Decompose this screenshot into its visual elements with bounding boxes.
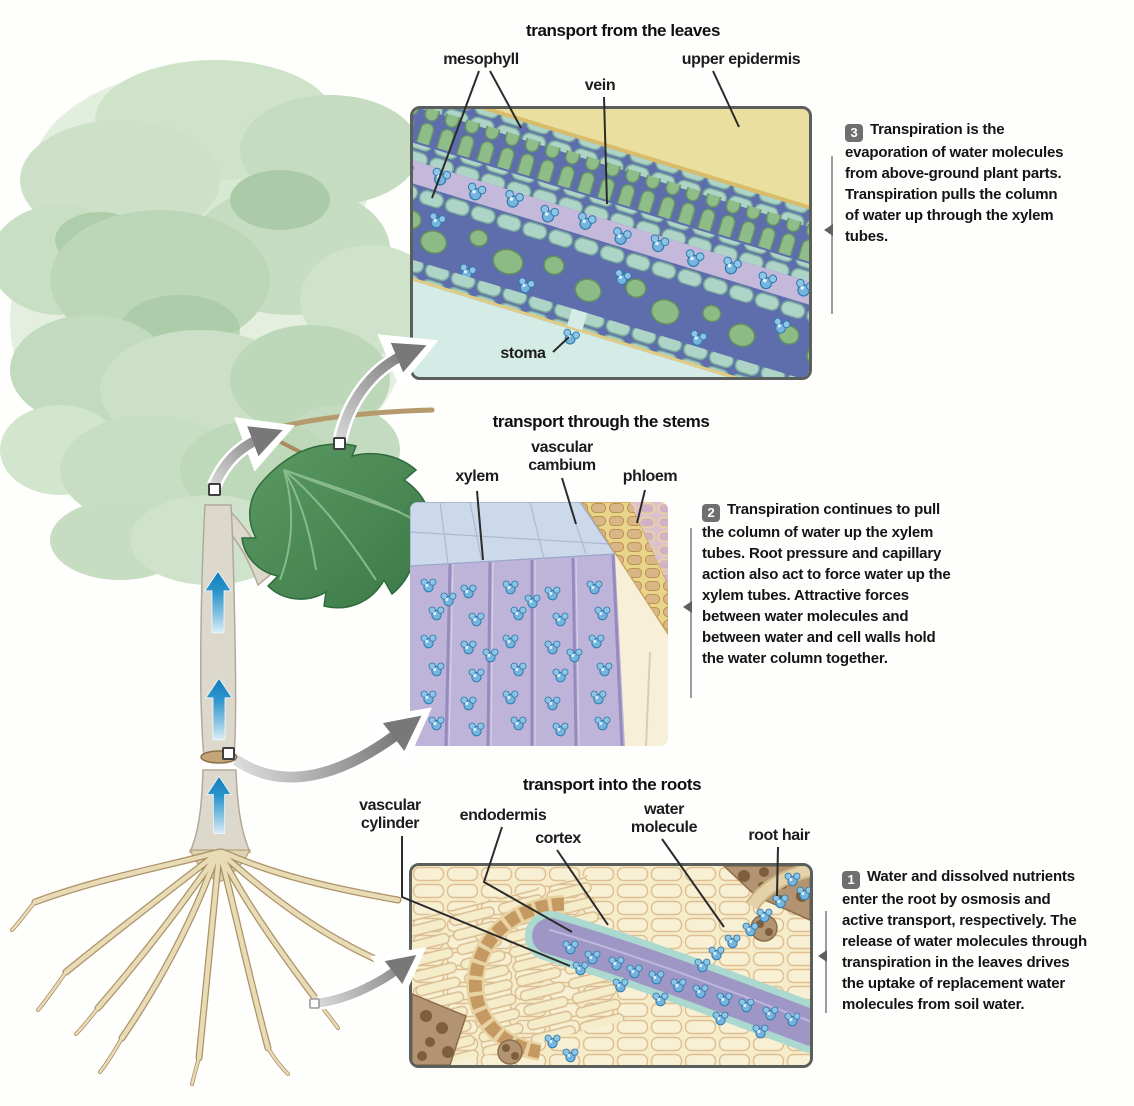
palisade-mesophyll-region (413, 109, 809, 291)
spongy-mesophyll-region (413, 209, 809, 368)
label-vascular-cylinder: vascular cylinder (359, 797, 421, 832)
root-cross-section-art (412, 866, 810, 1065)
label-vascular-cambium: vascular cambium (528, 439, 596, 474)
label-water-molecule: water molecule (630, 801, 698, 836)
label-root-hair: root hair (748, 827, 810, 844)
title-transport-through-stems: transport through the stems (492, 412, 710, 431)
label-upper-epidermis: upper epidermis (681, 51, 801, 68)
tree-foliage (0, 60, 440, 585)
panel-leaf-cross-section (410, 106, 812, 380)
trunk-cut-surface (200, 750, 238, 764)
label-stoma: stoma (500, 345, 546, 362)
leaf-cross-section-art (413, 109, 809, 377)
label-vein: vein (584, 77, 616, 94)
label-cortex: cortex (535, 830, 581, 847)
label-phloem: phloem (622, 468, 678, 485)
step-3-badge: 3 (845, 124, 863, 142)
step-1-bracket (825, 911, 827, 1013)
step-1-badge: 1 (842, 871, 860, 889)
root-hair-region (745, 866, 810, 911)
panel-root-cross-section (409, 863, 813, 1068)
label-xylem: xylem (455, 468, 499, 485)
label-endodermis: endodermis (459, 807, 547, 824)
tree-roots (10, 848, 406, 1086)
label-mesophyll: mesophyll (443, 51, 519, 68)
title-transport-from-leaves: transport from the leaves (525, 21, 721, 40)
title-transport-into-roots: transport into the roots (522, 775, 702, 794)
step-1-pointer-icon (818, 950, 827, 962)
step-3-pointer-icon (824, 224, 833, 236)
step-1-text: Water and dissolved nutrients enter the … (842, 868, 1087, 1013)
stoma-opening (566, 308, 588, 331)
step-2-text: Transpiration continues to pull the colu… (702, 501, 951, 667)
panel-stem-cross-section (410, 502, 668, 746)
upper-epidermis-region (413, 109, 809, 243)
tree-illustration (0, 60, 440, 1086)
step-2-bracket (690, 528, 692, 698)
step-2-pointer-icon (683, 601, 692, 613)
step-2-badge: 2 (702, 504, 720, 522)
tree-canopy (0, 60, 440, 585)
stem-cross-section-art (410, 502, 668, 746)
step-3-text: Transpiration is the evaporation of wate… (845, 121, 1064, 245)
